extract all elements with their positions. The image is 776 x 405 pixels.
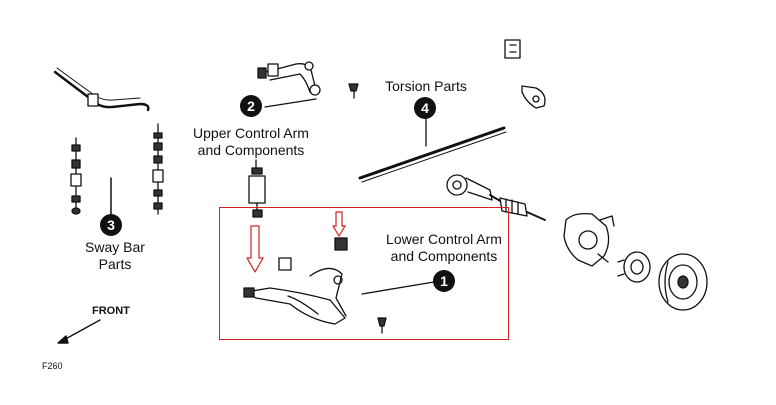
leader-lines xyxy=(110,117,435,295)
sway-bar-drawing xyxy=(53,67,164,215)
wheel-hub-drawing xyxy=(617,251,651,283)
upper-arm-label-line1: Upper Control Arm xyxy=(193,125,309,141)
sway-bar-label: Sway Bar Parts xyxy=(70,239,160,273)
callout-3: 3 xyxy=(100,214,122,236)
upper-arm-label: Upper Control Arm and Components xyxy=(183,125,319,159)
shock-absorber-drawing xyxy=(248,159,266,218)
sway-bar-label-line1: Sway Bar xyxy=(85,239,145,255)
sway-bar-label-line2: Parts xyxy=(98,256,132,272)
lower-arm-label-line2: and Components xyxy=(390,248,498,264)
brake-rotor-drawing xyxy=(658,253,708,311)
front-arrow xyxy=(57,319,101,344)
lower-arm-label: Lower Control Arm and Components xyxy=(378,231,510,265)
figure-code: F260 xyxy=(42,361,63,371)
upper-arm-label-line2: and Components xyxy=(197,142,305,158)
callout-2: 2 xyxy=(240,95,262,117)
cv-axle-drawing xyxy=(446,174,546,221)
torsion-parts-drawing xyxy=(358,39,546,183)
lower-arm-label-line1: Lower Control Arm xyxy=(386,231,502,247)
steering-knuckle-drawing xyxy=(563,212,615,267)
red-arrows xyxy=(246,211,346,273)
callout-1: 1 xyxy=(433,270,455,292)
upper-control-arm-drawing xyxy=(257,61,359,108)
lower-arm-highlight-box xyxy=(219,207,509,340)
lower-control-arm-drawing xyxy=(243,237,387,334)
callout-4: 4 xyxy=(414,97,436,119)
torsion-label: Torsion Parts xyxy=(385,78,467,94)
front-label: FRONT xyxy=(92,305,130,317)
